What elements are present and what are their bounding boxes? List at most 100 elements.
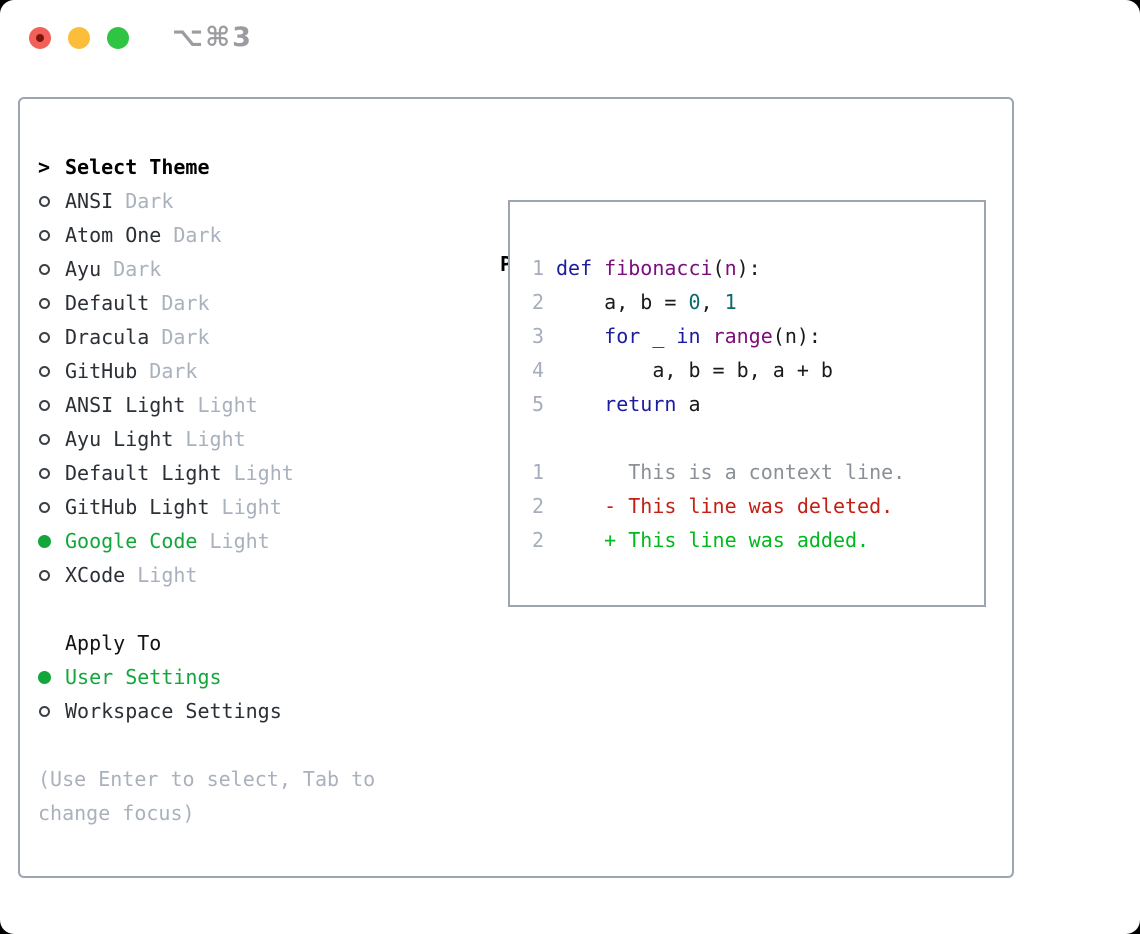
theme-name: Ayu [65, 257, 102, 281]
code-token-fn: fibonacci [604, 256, 713, 280]
theme-name: Atom One [65, 223, 162, 247]
theme-name: ANSI Light [65, 393, 186, 417]
minimize-button[interactable] [68, 27, 90, 49]
diff-text-added: + This line was added. [556, 528, 870, 552]
apply-option-label: User Settings [65, 665, 222, 689]
theme-name: GitHub [65, 359, 138, 383]
filled-dot-icon [38, 534, 51, 548]
line-number: 1 [532, 256, 545, 280]
theme-option-ayu-light[interactable]: Ayu Light Light [38, 422, 488, 456]
theme-option-atom-one[interactable]: Atom One Dark [38, 218, 488, 252]
maximize-button[interactable] [107, 27, 129, 49]
radio-unselected-icon [38, 569, 65, 581]
ring-icon [39, 569, 50, 581]
ring-icon [39, 229, 50, 241]
code-token-kw: in [676, 324, 701, 348]
code-line-2: 2 a, b = 0, 1 [532, 285, 984, 319]
theme-name: Default Light [65, 461, 222, 485]
theme-variant-badge: Light [197, 529, 270, 553]
theme-variant-badge: Dark [149, 291, 210, 315]
theme-variant-badge: Dark [161, 223, 222, 247]
code-token-plain: (n): [772, 324, 821, 348]
diff-line-context: 1 This is a context line. [532, 455, 984, 489]
theme-option-github[interactable]: GitHub Dark [38, 354, 488, 388]
radio-unselected-icon [38, 705, 65, 717]
apply-option-label: Workspace Settings [65, 699, 282, 723]
line-number: 2 [532, 494, 545, 518]
line-number: 3 [532, 324, 545, 348]
theme-name: GitHub Light [65, 495, 210, 519]
code-token-plain: ): [736, 256, 761, 280]
code-token-plain [556, 324, 604, 348]
radio-unselected-icon [38, 501, 65, 513]
ring-icon [39, 467, 50, 479]
theme-variant-badge: Dark [137, 359, 198, 383]
radio-unselected-icon [38, 365, 65, 377]
theme-option-ayu[interactable]: Ayu Dark [38, 252, 488, 286]
theme-list-title: Select Theme [65, 155, 210, 179]
code-line-3: 3 for _ in range(n): [532, 319, 984, 353]
theme-variant-badge: Light [125, 563, 198, 587]
diff-line-deleted: 2 - This line was deleted. [532, 489, 984, 523]
theme-option-default-light[interactable]: Default Light Light [38, 456, 488, 490]
prompt-icon: > [38, 155, 51, 179]
code-token-plain [701, 324, 713, 348]
theme-name: ANSI [65, 189, 114, 213]
code-token-kw: def [556, 256, 593, 280]
ring-icon [39, 297, 50, 309]
close-button[interactable] [29, 27, 51, 49]
theme-name: XCode [65, 563, 126, 587]
ring-icon [39, 331, 50, 343]
selection-prompt: > [38, 150, 65, 184]
code-token-plain: a, b = b, a + b [556, 358, 833, 382]
theme-variant-badge: Light [173, 427, 246, 451]
code-token-plain [592, 256, 604, 280]
theme-name: Ayu Light [65, 427, 174, 451]
theme-option-google-code[interactable]: Google Code Light [38, 524, 488, 558]
code-token-num: 1 [724, 290, 737, 314]
code-line-4: 4 a, b = b, a + b [532, 353, 984, 387]
titlebar: ⌥⌘3 [29, 22, 253, 53]
code-token-kw: for [604, 324, 641, 348]
code-line-5: 5 return a [532, 387, 984, 421]
ring-icon [39, 705, 50, 717]
theme-variant-badge: Dark [101, 257, 162, 281]
theme-variant-badge: Dark [113, 189, 174, 213]
radio-unselected-icon [38, 399, 65, 411]
theme-option-ansi[interactable]: ANSI Dark [38, 184, 488, 218]
theme-option-default[interactable]: Default Dark [38, 286, 488, 320]
help-text-line-1: (Use Enter to select, Tab to [38, 767, 376, 791]
apply-to-header-row: Apply To [38, 626, 488, 660]
radio-unselected-icon [38, 195, 65, 207]
apply-option-workspace-settings[interactable]: Workspace Settings [38, 694, 488, 728]
theme-option-github-light[interactable]: GitHub Light Light [38, 490, 488, 524]
theme-name: Google Code [65, 529, 198, 553]
apply-option-user-settings[interactable]: User Settings [38, 660, 488, 694]
line-number: 4 [532, 358, 545, 382]
ring-icon [39, 399, 50, 411]
ring-icon [39, 365, 50, 377]
code-token-fn: n [724, 256, 737, 280]
theme-list-header-row: > Select Theme [38, 150, 488, 184]
theme-option-xcode[interactable]: XCode Light [38, 558, 488, 592]
code-token-plain: a [676, 392, 701, 416]
ring-icon [39, 501, 50, 513]
theme-variant-badge: Dark [149, 325, 210, 349]
spacer [532, 421, 984, 455]
theme-option-ansi-light[interactable]: ANSI Light Light [38, 388, 488, 422]
diff-text-deleted: - This line was deleted. [556, 494, 894, 518]
help-text-line-2: change focus) [38, 801, 195, 825]
theme-option-dracula[interactable]: Dracula Dark [38, 320, 488, 354]
radio-unselected-icon [38, 297, 65, 309]
window-hotkey-label: ⌥⌘3 [172, 22, 253, 53]
radio-selected-icon [38, 670, 65, 684]
theme-variant-badge: Light [209, 495, 282, 519]
spacer [38, 592, 488, 626]
code-token-plain: a, b = [556, 290, 689, 314]
apply-to-title: Apply To [65, 631, 162, 655]
